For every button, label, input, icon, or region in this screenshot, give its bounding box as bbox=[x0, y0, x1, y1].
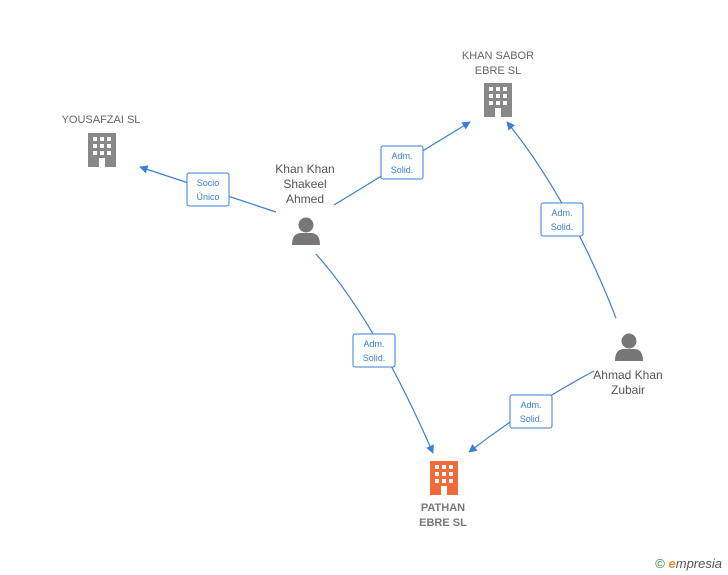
edge-zubair-pathan[interactable]: Adm. Solid. bbox=[468, 370, 595, 453]
node-yousafzai-sl[interactable]: YOUSAFZAI SL bbox=[62, 114, 141, 167]
node-label-line3: Ahmed bbox=[286, 192, 324, 206]
node-label-line2: EBRE SL bbox=[419, 517, 467, 529]
copyright-icon: © bbox=[655, 556, 665, 571]
building-icon bbox=[88, 133, 116, 167]
edge-label-line1: Adm. bbox=[520, 400, 541, 410]
building-icon bbox=[430, 461, 458, 495]
empresia-logo[interactable]: empresia bbox=[669, 556, 722, 571]
node-label: YOUSAFZAI SL bbox=[62, 114, 141, 126]
person-icon bbox=[615, 333, 643, 361]
brand-rest: mpresia bbox=[675, 556, 722, 571]
node-ahmad-khan-zubair[interactable]: Ahmad Khan Zubair bbox=[593, 333, 663, 398]
edge-shakeel-pathan[interactable]: Adm. Solid. bbox=[315, 253, 434, 454]
edge-label-line2: Solid. bbox=[520, 414, 543, 424]
edge-label-line2: Único bbox=[196, 192, 219, 202]
person-icon bbox=[292, 217, 320, 245]
edge-label-line1: Adm. bbox=[551, 208, 572, 218]
node-pathan-ebre-sl[interactable]: PATHAN EBRE SL bbox=[419, 461, 467, 529]
node-label-line1: KHAN SABOR bbox=[462, 50, 534, 62]
node-label-line1: PATHAN bbox=[421, 502, 465, 514]
node-label-line2: Shakeel bbox=[283, 177, 326, 191]
node-khan-khan-shakeel-ahmed[interactable]: Khan Khan Shakeel Ahmed bbox=[275, 162, 335, 245]
edge-shakeel-yousafzai[interactable]: Socio Único bbox=[139, 165, 277, 213]
node-label-line2: Zubair bbox=[611, 383, 645, 397]
node-khan-sabor-ebre-sl[interactable]: KHAN SABOR EBRE SL bbox=[462, 50, 534, 117]
edge-shakeel-khansabor[interactable]: Adm. Solid. bbox=[333, 121, 471, 206]
edge-label-line2: Solid. bbox=[551, 222, 574, 232]
node-label-line1: Khan Khan bbox=[275, 162, 334, 176]
node-label-line1: Ahmad Khan bbox=[593, 368, 662, 382]
edge-label-line1: Adm. bbox=[363, 339, 384, 349]
node-label-line2: EBRE SL bbox=[475, 65, 521, 77]
edge-label-line2: Solid. bbox=[363, 353, 386, 363]
brand-initial: e bbox=[668, 556, 676, 571]
edge-label-line1: Adm. bbox=[391, 151, 412, 161]
edge-label-line2: Solid. bbox=[391, 165, 414, 175]
brand-footer: © empresia bbox=[655, 556, 722, 571]
building-icon bbox=[484, 83, 512, 117]
edge-label-line1: Socio bbox=[197, 178, 220, 188]
edge-zubair-khansabor[interactable]: Adm. Solid. bbox=[506, 121, 617, 319]
